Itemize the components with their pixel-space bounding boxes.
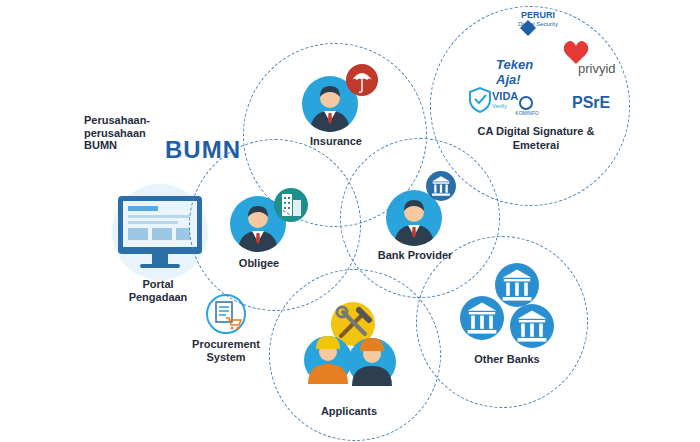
procurement-label: Procurement System	[186, 338, 266, 363]
node-label: Insurance	[310, 135, 362, 149]
vida-logo: VIDA	[492, 90, 526, 103]
psre-logo: PSrE	[572, 94, 622, 112]
bank-provider-circle: Bank Provider	[340, 138, 500, 298]
procurement-icon	[207, 295, 245, 333]
bank-provider-icon	[386, 171, 456, 248]
logo-tagline: Verify	[492, 103, 522, 110]
node-label: CA Digital Signature & Emeterai	[466, 125, 606, 153]
insurance-circle: Insurance	[243, 43, 427, 227]
insurance-icon	[302, 64, 378, 134]
peruri-logo: PERURI	[508, 10, 568, 20]
obligee-icon	[230, 188, 308, 254]
portal-label: Portal Pengadaan	[118, 278, 198, 303]
node-label: Applicants	[321, 405, 377, 419]
applicants-icon	[304, 302, 396, 386]
other-banks-icon	[460, 263, 554, 348]
other-banks-circle: Other Banks	[416, 236, 588, 408]
obligee-circle: Obligee	[189, 139, 361, 311]
monitor-icon	[112, 184, 208, 280]
ca-logos	[470, 20, 588, 112]
kominfo-logo: KOMINFO	[510, 111, 544, 117]
logo-tagline: Digital Security	[508, 21, 568, 28]
privyid-logo: privyid	[578, 62, 638, 77]
node-label: Obligee	[239, 257, 279, 271]
node-label: Bank Provider	[378, 249, 453, 263]
applicants-circle: Applicants	[269, 269, 441, 441]
node-label: Other Banks	[474, 353, 539, 367]
bumn-logo: BUMN	[165, 136, 255, 164]
company-label: Perusahaan-perusahaan BUMN	[84, 114, 164, 152]
teken-aja-logo: Teken Aja!	[496, 58, 536, 88]
